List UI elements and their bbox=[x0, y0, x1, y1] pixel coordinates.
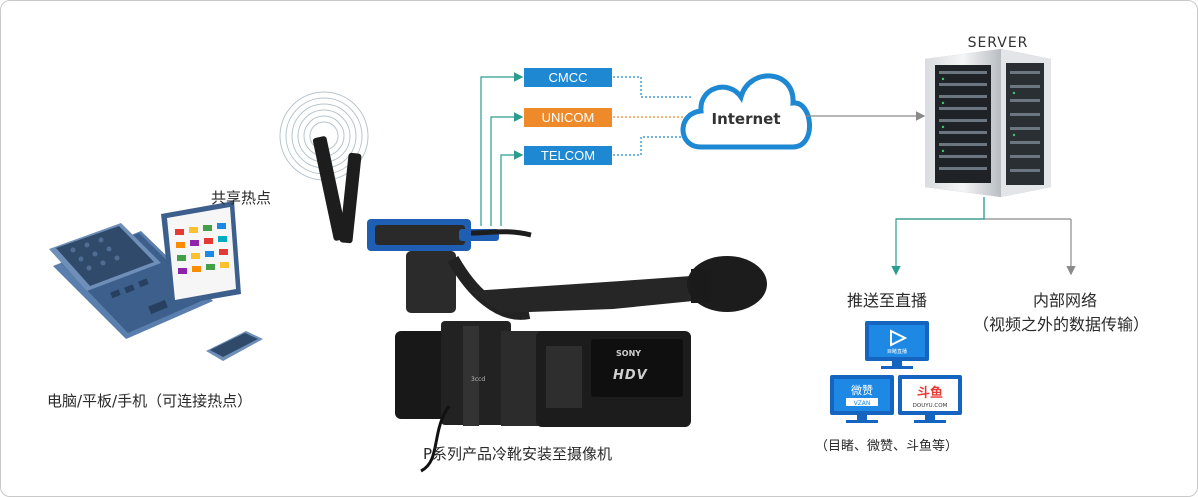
internal-network-label: 内部网络 bbox=[1033, 291, 1098, 310]
carrier-telcom-label: TELCOM bbox=[540, 148, 596, 163]
camera-brand-label: SONY bbox=[616, 349, 641, 358]
svg-text:3ccd: 3ccd bbox=[471, 376, 485, 383]
douyu-logo-cn: 斗鱼 bbox=[917, 385, 943, 401]
server-icon bbox=[925, 49, 1051, 197]
carrier-unicom: UNICOM bbox=[524, 108, 612, 127]
server-branch-lines bbox=[891, 197, 1076, 276]
push-live-label: 推送至直播 bbox=[847, 291, 928, 310]
carrier-cmcc: CMCC bbox=[524, 68, 612, 87]
camera-icon: 3ccd SONY HDV bbox=[395, 251, 767, 473]
server-label: SERVER bbox=[968, 35, 1029, 51]
douyu-monitor-icon: 斗鱼 DOUYU.COM bbox=[898, 375, 962, 423]
internet-label: Internet bbox=[711, 110, 780, 128]
phone-icon bbox=[206, 331, 263, 361]
camera-model-label: HDV bbox=[613, 368, 648, 383]
hotspot-label: 共享热点 bbox=[211, 189, 272, 207]
transmitter-icon bbox=[312, 136, 532, 251]
carrier-to-internet-links bbox=[613, 76, 691, 156]
carrier-cmcc-label: CMCC bbox=[548, 70, 588, 85]
transmitter-to-carrier-links bbox=[480, 72, 524, 226]
douyu-logo-en: DOUYU.COM bbox=[913, 403, 948, 409]
internet-cloud-icon bbox=[680, 73, 812, 150]
vzan-monitor-icon: 微赞 VZAN bbox=[830, 375, 894, 423]
carrier-unicom-label: UNICOM bbox=[541, 110, 595, 125]
carrier-telcom: TELCOM bbox=[524, 146, 612, 165]
camera-label: P系列产品冷靴安装至摄像机 bbox=[423, 445, 613, 463]
vzan-logo-en: VZAN bbox=[854, 400, 871, 407]
devices-label: 电脑/平板/手机（可连接热点） bbox=[47, 392, 253, 410]
mudu-monitor-icon: 目睹直播 bbox=[865, 321, 929, 369]
internal-network-sublabel: （视频之外的数据传输） bbox=[973, 315, 1150, 334]
vzan-logo-cn: 微赞 bbox=[851, 383, 873, 397]
mudu-logo-text: 目睹直播 bbox=[887, 348, 907, 355]
tablet-icon bbox=[49, 223, 161, 291]
platforms-label: （目睹、微赞、斗鱼等） bbox=[815, 439, 959, 454]
